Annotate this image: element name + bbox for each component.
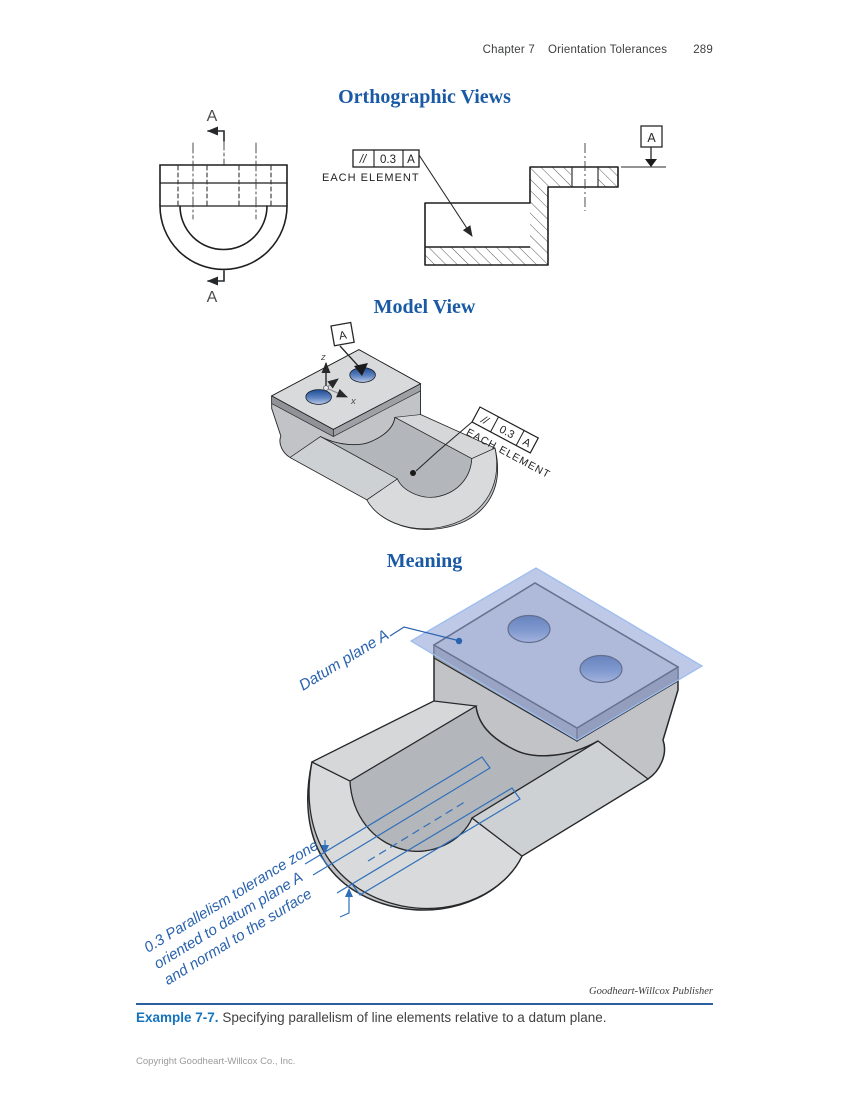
section-title-model: Model View — [373, 296, 476, 318]
axis-label-z: z — [320, 352, 326, 363]
leader-dot — [455, 637, 463, 645]
datum-triangle — [645, 159, 657, 167]
caption-text: Specifying parallelism of line elements … — [222, 1010, 607, 1025]
header-page-number: 289 — [693, 44, 713, 56]
caption-rule — [136, 1003, 713, 1005]
section-title-orthographic: Orthographic Views — [338, 86, 511, 108]
fcf-note: EACH ELEMENT — [322, 172, 420, 184]
axis-label-x: x — [350, 396, 357, 407]
leader-dot — [410, 470, 416, 476]
fcf-datum: A — [407, 154, 415, 166]
datum-triangle — [354, 363, 368, 376]
caption-label: Example 7-7. — [136, 1010, 219, 1025]
header-title: Orientation Tolerances — [547, 44, 668, 56]
publisher-credit: Goodheart-Willcox Publisher — [589, 986, 713, 997]
datum-flag-letter: A — [338, 329, 348, 342]
model-view-figure: z x A // 0.3 A EACH ELEMENT — [271, 321, 552, 530]
copyright-footer: Copyright Goodheart-Willcox Co., Inc. — [136, 1056, 296, 1067]
orthographic-section-view: A // 0.3 A EACH ELEMENT — [322, 125, 666, 266]
datum-flag-box — [330, 321, 355, 347]
fcf-tolerance: 0.3 — [380, 154, 396, 166]
orthographic-front-view: A A — [159, 108, 288, 306]
cutting-plane-letter-bottom: A — [207, 289, 218, 306]
section-title-meaning: Meaning — [386, 550, 463, 572]
datum-plane — [409, 567, 704, 741]
feature-control-frame: // 0.3 A EACH ELEMENT — [322, 149, 473, 237]
page-header: Chapter 7 Orientation Tolerances 289 — [136, 44, 713, 56]
cutting-plane-letter-top: A — [207, 108, 218, 125]
header-chapter: Chapter 7 — [482, 44, 535, 56]
datum-plane-label: Datum plane A — [296, 627, 392, 695]
meaning-figure: Datum plane A 0.3 Parallelism tolerance … — [141, 567, 704, 989]
figure-caption: Example 7-7. Specifying parallelism of l… — [136, 1010, 736, 1025]
datum-flag-letter: A — [647, 131, 656, 145]
parallelism-symbol: // — [359, 154, 368, 166]
tolerance-zone — [304, 756, 521, 918]
